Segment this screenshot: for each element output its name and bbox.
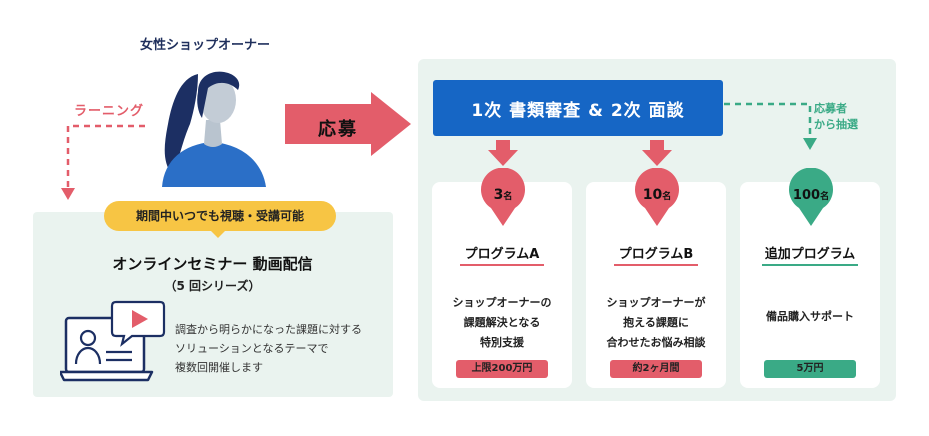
availability-badge: 期間中いつでも視聴・受講可能 — [104, 201, 336, 231]
online-video-icon — [60, 300, 166, 382]
apply-label: 応募 — [318, 119, 358, 140]
program-b-title: プログラムB — [618, 247, 694, 262]
learning-dashed-arrow — [61, 124, 145, 200]
count-pin-b: 10名 — [635, 168, 679, 226]
seminar-desc-line: 複数回開催します — [175, 361, 263, 374]
program-a-description: ショップオーナーの 課題解決となる 特別支援 — [432, 293, 572, 353]
program-b-amount: 約2ヶ月間 — [610, 360, 702, 378]
learning-label: ラーニング — [74, 104, 145, 119]
lottery-label: 応募者 から抽選 — [814, 101, 874, 133]
woman-illustration — [162, 71, 266, 187]
program-c-desc-line: 備品購入サポート — [766, 310, 854, 323]
program-a-title: プログラムA — [464, 247, 540, 262]
program-c-count: 100 — [793, 188, 820, 203]
program-b-desc-line: ショップオーナーが — [606, 296, 706, 309]
program-a-desc-line: 特別支援 — [480, 336, 524, 349]
seminar-desc-line: 調査から明らかになった課題に対する — [175, 323, 362, 336]
seminar-description: 調査から明らかになった課題に対する ソリューションとなるテーマで 複数回開催しま… — [175, 320, 390, 377]
down-arrow-b — [642, 140, 672, 166]
program-c-amount: 5万円 — [764, 360, 856, 378]
seminar-desc-line: ソリューションとなるテーマで — [175, 342, 329, 355]
down-arrow-a — [488, 140, 518, 166]
svg-text:3名: 3名 — [494, 187, 513, 203]
program-b-unit: 名 — [662, 190, 671, 202]
lottery-label-line: から抽選 — [814, 118, 858, 131]
program-b-underline — [614, 264, 698, 266]
program-a-amount: 上限200万円 — [456, 360, 548, 378]
program-a-unit: 名 — [503, 190, 512, 202]
program-a-desc-line: ショップオーナーの — [452, 296, 552, 309]
program-c-unit: 名 — [820, 190, 829, 202]
program-b-desc-line: 合わせたお悩み相談 — [606, 336, 706, 349]
program-a-desc-line: 課題解決となる — [463, 316, 541, 329]
count-pin-a: 3名 — [481, 168, 525, 226]
svg-text:100名: 100名 — [793, 188, 829, 203]
program-c-underline — [762, 264, 858, 266]
selection-process-box: 1次 書類審査 & 2次 面談 — [433, 80, 723, 136]
program-a-underline — [460, 264, 544, 266]
apply-arrow — [285, 92, 411, 156]
lottery-label-line: 応募者 — [814, 102, 847, 115]
program-b-desc-line: 抱える課題に — [623, 316, 689, 329]
svg-text:10名: 10名 — [643, 187, 672, 203]
seminar-title: オンラインセミナー 動画配信 — [112, 255, 313, 273]
seminar-subtitle: （5 回シリーズ） — [164, 279, 261, 293]
count-pin-additional: 100名 — [789, 168, 833, 226]
program-a-count: 3 — [494, 187, 504, 203]
badge-tail — [210, 230, 226, 238]
program-b-count: 10 — [643, 187, 663, 203]
owner-title: 女性ショップオーナー — [139, 38, 270, 53]
lottery-dashed-arrow — [724, 102, 817, 150]
program-c-description: 備品購入サポート — [740, 307, 880, 327]
program-c-title: 追加プログラム — [764, 247, 856, 262]
program-b-description: ショップオーナーが 抱える課題に 合わせたお悩み相談 — [586, 293, 726, 353]
